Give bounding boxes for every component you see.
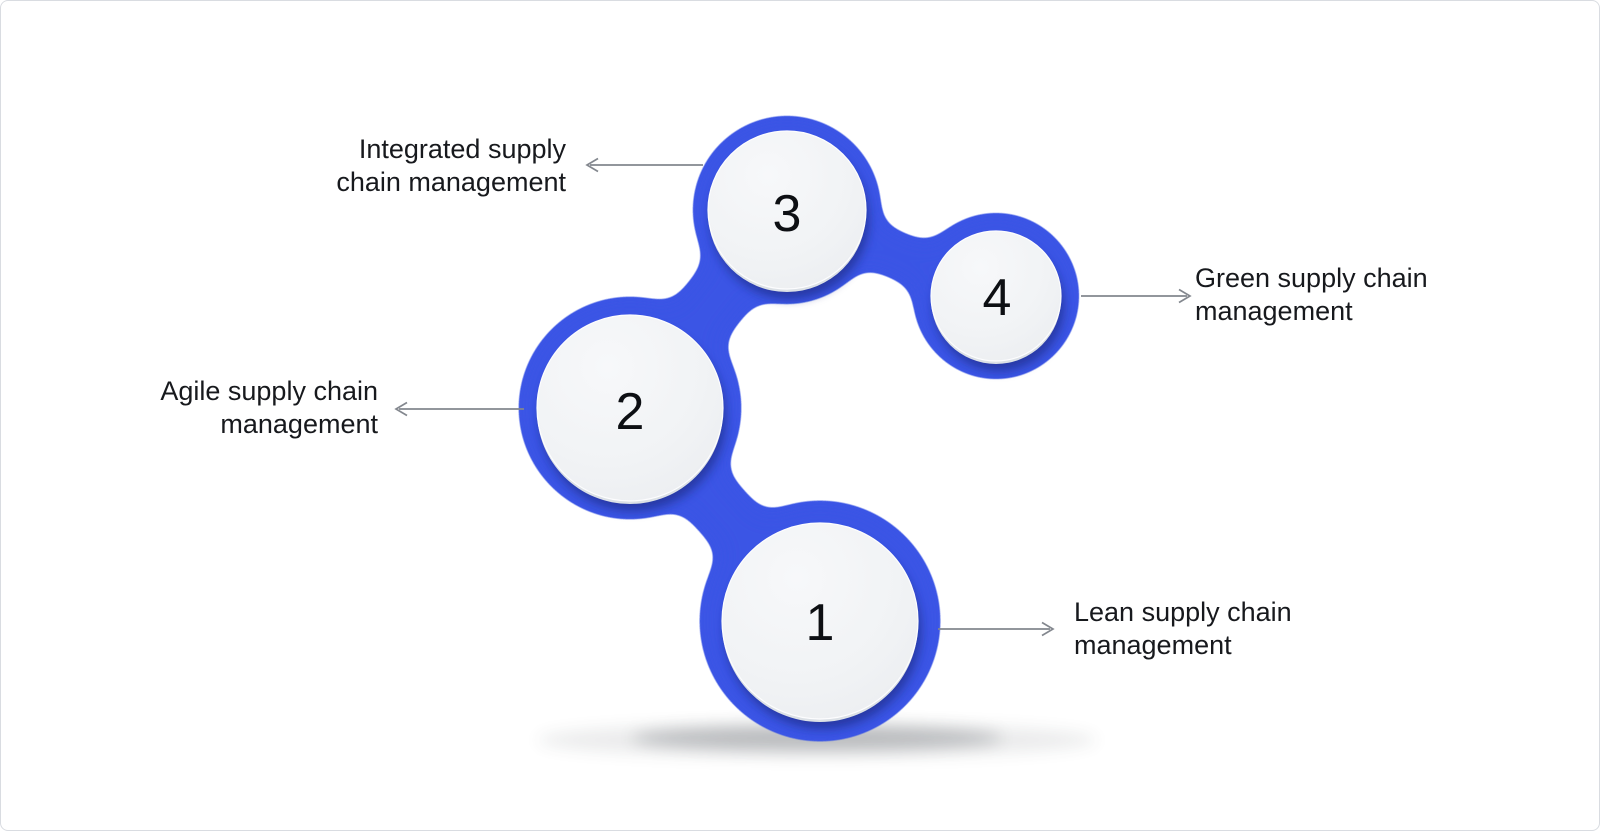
label-green-supply-chain: Green supply chain management	[1195, 262, 1428, 328]
node-1-disc	[721, 522, 921, 729]
node-2-disc	[536, 314, 726, 511]
node-3-disc	[707, 130, 869, 299]
arrow-green-icon	[1081, 288, 1192, 304]
label-line: management	[1074, 630, 1232, 660]
arrow-lean-icon	[938, 621, 1055, 637]
arrow-agile-icon	[394, 401, 524, 417]
label-line: Lean supply chain	[1074, 597, 1292, 627]
label-integrated-supply-chain: Integrated supply chain management	[336, 133, 566, 199]
label-line: chain management	[336, 167, 566, 197]
label-lean-supply-chain: Lean supply chain management	[1074, 596, 1292, 662]
node-2-number: 2	[615, 383, 645, 441]
node-1-number: 1	[805, 594, 835, 652]
label-line: Green supply chain	[1195, 263, 1428, 293]
node-4-disc	[930, 230, 1064, 371]
node-3-number: 3	[772, 185, 802, 243]
label-line: Integrated supply	[358, 134, 566, 164]
arrow-integrated-icon	[585, 157, 703, 173]
label-arrows	[394, 157, 1192, 637]
node-4-number: 4	[982, 269, 1012, 327]
label-agile-supply-chain: Agile supply chain management	[160, 375, 378, 441]
label-line: management	[1195, 296, 1353, 326]
label-line: management	[220, 409, 378, 439]
label-line: Agile supply chain	[160, 376, 378, 406]
